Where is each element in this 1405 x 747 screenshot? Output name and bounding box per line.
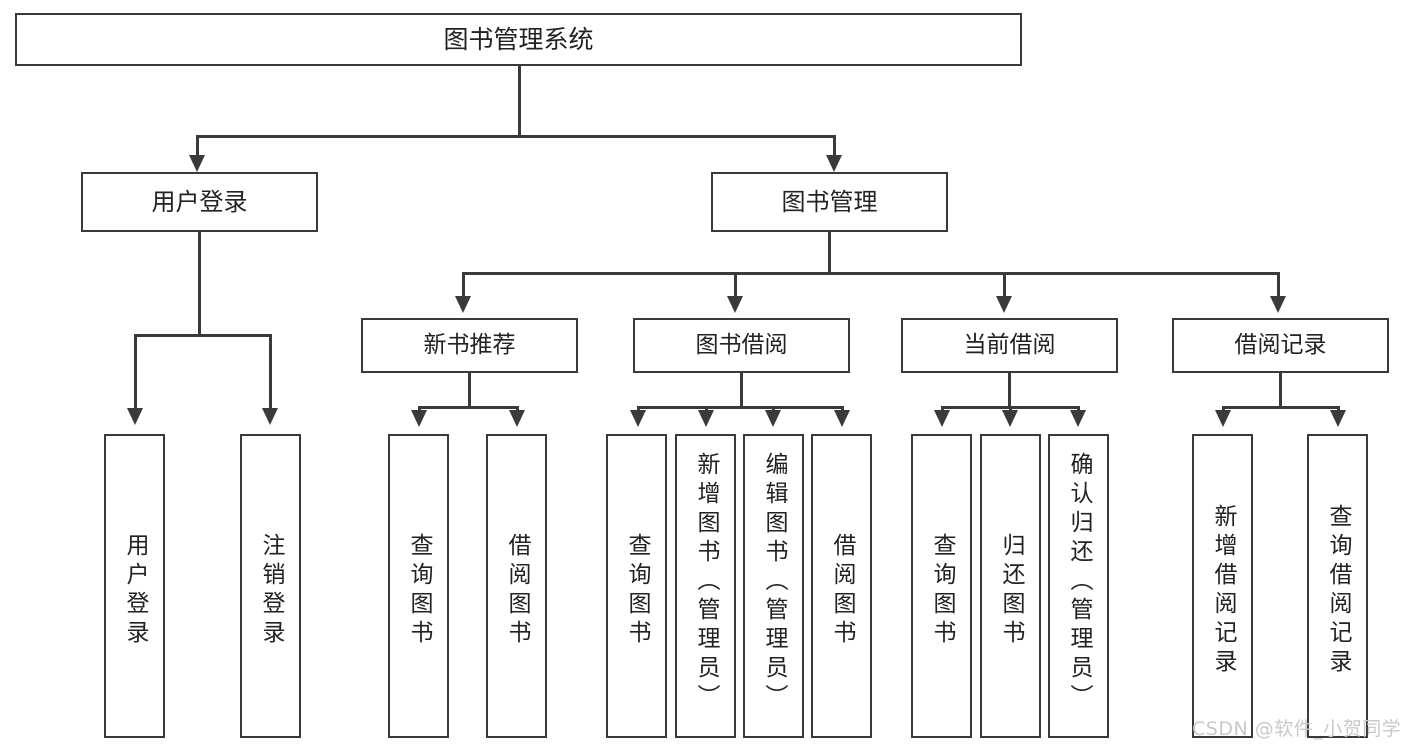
leaf-label: 查询图书 — [406, 533, 432, 649]
leaf-label: 查询图书 — [929, 533, 955, 649]
leaf-label: 借阅图书 — [829, 533, 855, 649]
leaf-label: 查询借阅记录 — [1325, 504, 1351, 678]
leaf-user-login-logout[interactable]: 注销登录 — [240, 434, 301, 738]
node-new-book-recommend[interactable]: 新书推荐 — [361, 318, 578, 373]
leaf-text-wrap: 注销登录 — [242, 446, 299, 736]
leaf-text-wrap: 编辑图书（管理员） — [745, 446, 802, 742]
node-label: 图书借阅 — [695, 331, 788, 358]
leaf-text-wrap: 新增图书（管理员） — [677, 446, 734, 742]
leaf-label: 用户登录 — [122, 533, 148, 649]
leaf-current-borrow-query[interactable]: 查询图书 — [911, 434, 972, 738]
leaf-label: 新增借阅记录 — [1210, 504, 1236, 678]
leaf-book-borrow-borrow[interactable]: 借阅图书 — [811, 434, 872, 738]
arrow-borrow-record-to-leaf-2 — [1330, 410, 1346, 427]
edge-root-bus — [196, 135, 836, 138]
watermark-csdn: CSDN @软件_小贺同学 — [1192, 718, 1402, 740]
edge-borrow-record-stem — [1279, 373, 1282, 408]
node-user-login[interactable]: 用户登录 — [81, 172, 318, 232]
arrow-book-borrow-to-leaf-2 — [698, 410, 714, 427]
leaf-borrow-record-query[interactable]: 查询借阅记录 — [1307, 434, 1368, 738]
leaf-text-wrap: 新增借阅记录 — [1194, 446, 1251, 736]
node-book-borrow[interactable]: 图书借阅 — [633, 318, 850, 373]
arrow-book-mgmt-to-lvl3-3 — [996, 296, 1012, 313]
node-label: 当前借阅 — [963, 331, 1056, 358]
arrow-current-borrow-to-leaf-1 — [934, 410, 950, 427]
leaf-label: 查询图书 — [624, 533, 650, 649]
leaf-current-borrow-return[interactable]: 归还图书 — [980, 434, 1041, 738]
arrow-book-borrow-to-leaf-3 — [765, 410, 781, 427]
node-label: 图书管理 — [781, 187, 878, 216]
arrow-user-login-to-leaf-2 — [262, 408, 278, 425]
edge-user-login-stem — [198, 232, 201, 335]
node-label: 借阅记录 — [1234, 331, 1327, 358]
leaf-text-wrap: 借阅图书 — [488, 446, 545, 736]
edge-user-login-to-leaf-2 — [269, 334, 272, 412]
arrow-borrow-record-to-leaf-1 — [1215, 410, 1231, 427]
leaf-text-wrap: 用户登录 — [106, 446, 163, 736]
node-borrow-record[interactable]: 借阅记录 — [1172, 318, 1389, 373]
leaf-text-wrap: 借阅图书 — [813, 446, 870, 736]
leaf-label: 编辑图书（管理员） — [761, 452, 787, 713]
edge-root-to-user-login — [196, 135, 199, 159]
arrow-user-login-to-leaf-1 — [127, 408, 143, 425]
edge-root-to-book-mgmt — [833, 135, 836, 159]
leaf-label: 借阅图书 — [504, 533, 530, 649]
edge-current-borrow-stem — [1008, 373, 1011, 408]
leaf-book-borrow-add[interactable]: 新增图书（管理员） — [675, 434, 736, 738]
edge-book-mgmt-to-lvl3-3 — [1003, 272, 1006, 300]
edge-user-login-bus — [134, 334, 271, 337]
edge-borrow-record-bus — [1222, 406, 1339, 409]
leaf-label: 归还图书 — [998, 533, 1024, 649]
leaf-text-wrap: 查询借阅记录 — [1309, 446, 1366, 736]
edge-user-login-to-leaf-1 — [134, 334, 137, 412]
arrow-current-borrow-to-leaf-3 — [1070, 410, 1086, 427]
arrow-new-book-to-leaf-2 — [509, 410, 525, 427]
leaf-label: 新增图书（管理员） — [693, 452, 719, 713]
leaf-new-book-borrow[interactable]: 借阅图书 — [486, 434, 547, 738]
edge-book-mgmt-to-lvl3-4 — [1277, 272, 1280, 300]
leaf-text-wrap: 归还图书 — [982, 446, 1039, 736]
leaf-new-book-query[interactable]: 查询图书 — [388, 434, 449, 738]
leaf-borrow-record-add[interactable]: 新增借阅记录 — [1192, 434, 1253, 738]
leaf-book-borrow-query[interactable]: 查询图书 — [606, 434, 667, 738]
node-current-borrow[interactable]: 当前借阅 — [901, 318, 1118, 373]
node-label: 图书管理系统 — [443, 24, 594, 54]
leaf-current-borrow-confirm[interactable]: 确认归还（管理员） — [1048, 434, 1109, 738]
edge-book-mgmt-to-lvl3-2 — [734, 272, 737, 300]
leaf-label: 确认归还（管理员） — [1066, 452, 1092, 713]
leaf-user-login-login[interactable]: 用户登录 — [104, 434, 165, 738]
node-book-management[interactable]: 图书管理 — [711, 172, 948, 232]
arrow-book-mgmt-to-lvl3-1 — [455, 296, 471, 313]
edge-root-stem — [518, 66, 521, 136]
arrow-book-borrow-to-leaf-1 — [630, 410, 646, 427]
node-label: 新书推荐 — [423, 331, 516, 358]
arrow-root-to-user-login — [189, 155, 205, 172]
arrow-book-mgmt-to-lvl3-2 — [727, 296, 743, 313]
leaf-label: 注销登录 — [258, 533, 284, 649]
arrow-current-borrow-to-leaf-2 — [1002, 410, 1018, 427]
leaf-book-borrow-edit[interactable]: 编辑图书（管理员） — [743, 434, 804, 738]
leaf-text-wrap: 确认归还（管理员） — [1050, 446, 1107, 742]
edge-book-mgmt-stem — [828, 232, 831, 274]
edge-new-book-stem — [468, 373, 471, 408]
node-root-system[interactable]: 图书管理系统 — [15, 13, 1022, 66]
edge-book-mgmt-bus — [462, 272, 1279, 275]
arrow-root-to-book-mgmt — [826, 155, 842, 172]
leaf-text-wrap: 查询图书 — [390, 446, 447, 736]
node-label: 用户登录 — [151, 187, 248, 216]
arrow-new-book-to-leaf-1 — [411, 410, 427, 427]
arrow-book-borrow-to-leaf-4 — [834, 410, 850, 427]
arrow-book-mgmt-to-lvl3-4 — [1270, 296, 1286, 313]
edge-book-mgmt-to-lvl3-1 — [462, 272, 465, 300]
leaf-text-wrap: 查询图书 — [608, 446, 665, 736]
leaf-text-wrap: 查询图书 — [913, 446, 970, 736]
edge-new-book-bus — [418, 406, 518, 409]
edge-book-borrow-stem — [740, 373, 743, 408]
edge-book-borrow-bus — [637, 406, 843, 409]
